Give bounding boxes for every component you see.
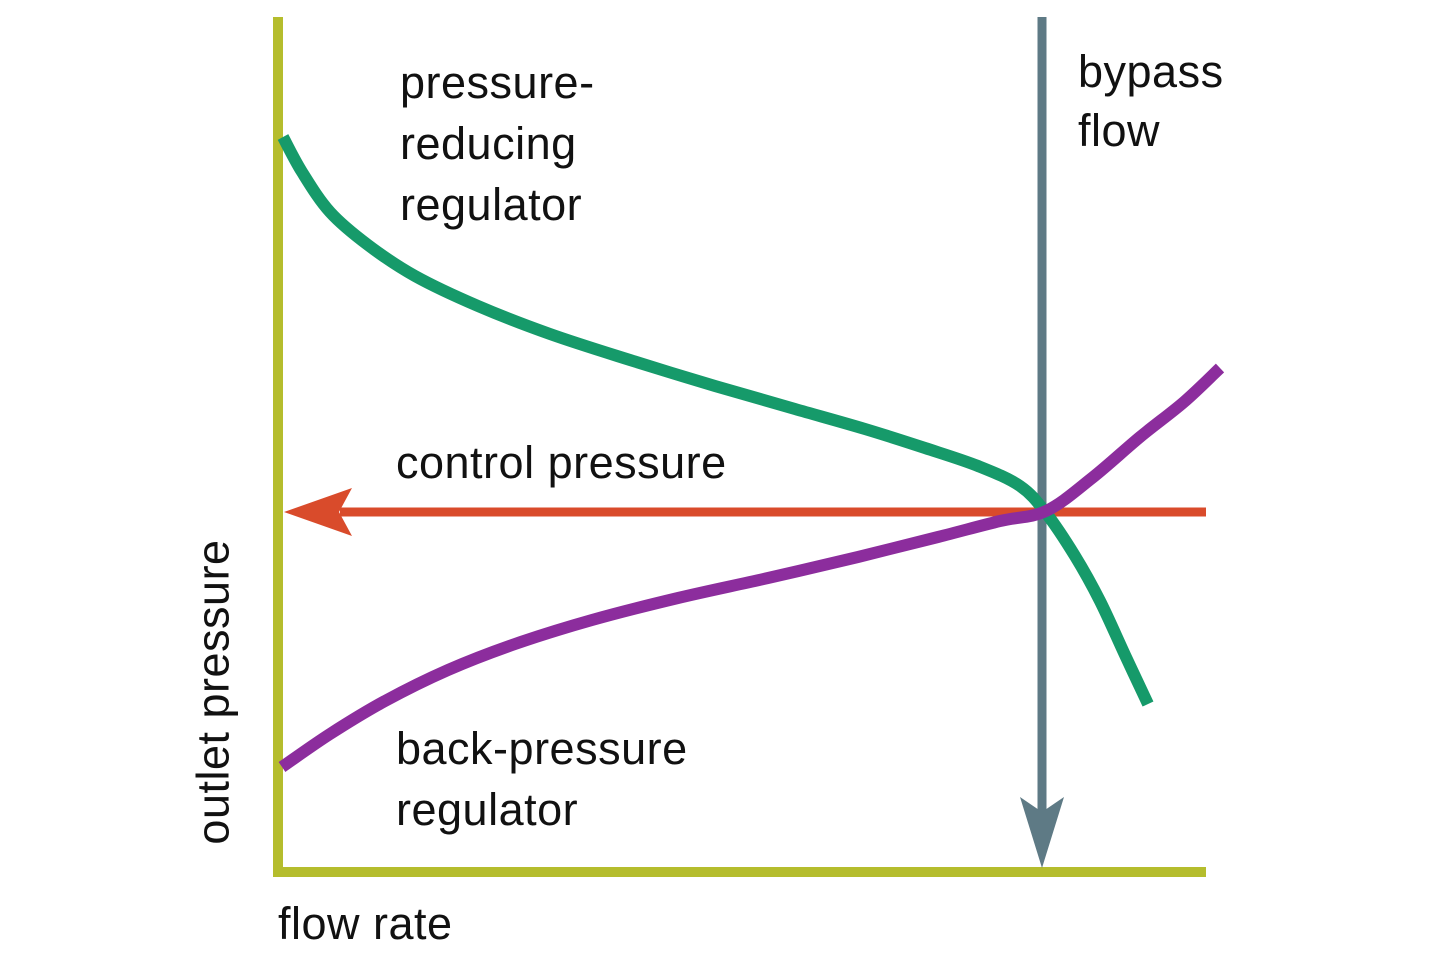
back-pressure-regulator-label: back-pressure regulator xyxy=(396,723,688,835)
back-pressure-regulator-curve xyxy=(278,363,1225,772)
pressure-reducing-regulator-label: pressure- reducing regulator xyxy=(400,57,595,230)
x-axis-title: flow rate xyxy=(278,898,453,949)
bypass-flow-arrowhead-down-icon xyxy=(1020,797,1064,868)
y-axis-title: outlet pressure xyxy=(187,539,239,845)
bypass-flow-label: bypass flow xyxy=(1078,46,1224,156)
control-pressure-label: control pressure xyxy=(396,437,727,488)
pressure-reducing-regulator-curve xyxy=(277,134,1154,707)
control-pressure-arrowhead-left-icon xyxy=(284,488,352,536)
